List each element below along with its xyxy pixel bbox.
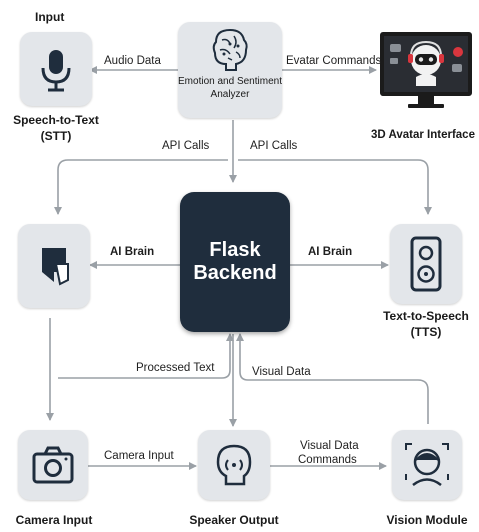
analyzer-label-line1: Emotion and Sentiment [178, 76, 282, 87]
edge-label-audio-data: Audio Data [104, 55, 161, 67]
edge-api-calls-right [238, 159, 432, 215]
ai-brain-node[interactable] [18, 224, 90, 308]
edge-label-processed-text: Processed Text [136, 362, 215, 374]
brain-app-icon [42, 248, 69, 286]
edge-label-visual-data-commands-line1: Visual Data [300, 440, 359, 452]
edge-label-visual-data-commands-line2: Commands [298, 454, 357, 466]
tts-node[interactable] [390, 224, 462, 304]
backend-label-line2: Backend [193, 262, 277, 284]
speaker-icon [410, 236, 442, 292]
emotion-analyzer-node[interactable]: Emotion and Sentiment Analyzer [178, 22, 282, 118]
camera-node[interactable] [18, 430, 88, 500]
stt-node[interactable] [20, 32, 92, 106]
edge-label-evatar-commands: Evatar Commands [286, 55, 382, 67]
edge-label-ai-brain-right: AI Brain [308, 246, 353, 258]
analyzer-label-line2: Analyzer [210, 89, 250, 100]
stt-label-line2: (STT) [40, 129, 72, 143]
avatar-monitor[interactable] [378, 30, 474, 110]
tts-label-line1: Text-to-Speech [383, 309, 469, 323]
edge-label-ai-brain-left: AI Brain [110, 246, 155, 258]
speaker-label: Speaker Output [189, 513, 279, 527]
edge-label-api-calls-right: API Calls [250, 140, 298, 152]
input-heading: Input [35, 10, 65, 24]
face-scan-icon [405, 443, 449, 487]
camera-label: Camera Input [15, 513, 93, 527]
stt-label-line1: Speech-to-Text [13, 113, 99, 127]
speaker-output-node[interactable] [198, 430, 270, 500]
flask-backend-node[interactable]: Flask Backend [180, 192, 290, 332]
edge-processed-text [58, 333, 234, 379]
edge-visual-data [236, 333, 429, 424]
edge-label-camera-input: Camera Input [104, 450, 174, 462]
camera-icon [32, 446, 74, 484]
edge-api-calls-left [54, 159, 228, 215]
microphone-icon [41, 50, 71, 92]
vision-label: Vision Module [386, 513, 468, 527]
edge-label-visual-data: Visual Data [252, 366, 311, 378]
vision-module-node[interactable] [392, 430, 462, 500]
robot-icon [380, 32, 472, 108]
backend-label-line1: Flask [209, 239, 261, 261]
head-voice-icon [216, 444, 252, 486]
tts-label-line2: (TTS) [410, 325, 442, 339]
avatar-label: 3D Avatar Interface [371, 129, 475, 141]
edge-label-api-calls-left: API Calls [162, 140, 210, 152]
brain-icon [212, 28, 248, 71]
